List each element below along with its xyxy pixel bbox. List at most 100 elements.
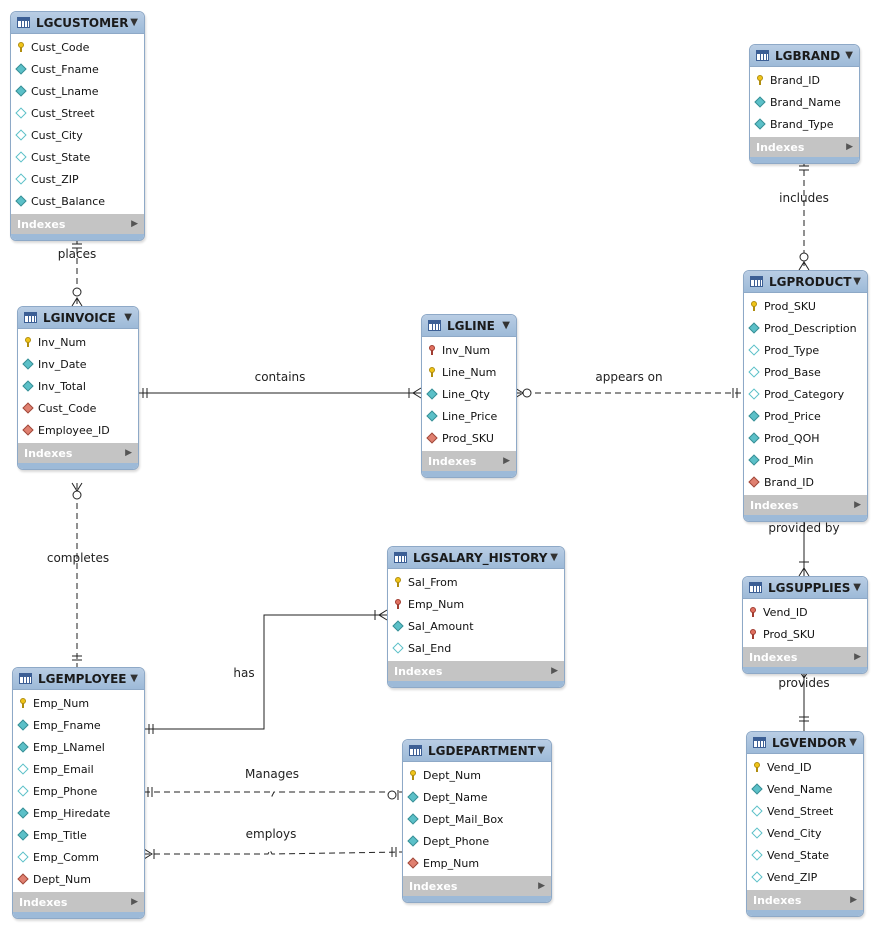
collapse-arrow-icon[interactable]: ▼ xyxy=(853,582,861,593)
column-row[interactable]: Vend_State xyxy=(747,844,863,866)
table-header[interactable]: LGSALARY_HISTORY▼ xyxy=(388,547,564,569)
column-row[interactable]: Prod_SKU xyxy=(744,295,867,317)
column-row[interactable]: Cust_Street xyxy=(11,102,144,124)
column-row[interactable]: Cust_Fname xyxy=(11,58,144,80)
column-row[interactable]: Dept_Mail_Box xyxy=(403,808,551,830)
collapse-arrow-icon[interactable]: ▼ xyxy=(124,312,132,323)
column-row[interactable]: Emp_Phone xyxy=(13,780,144,802)
indexes-section[interactable]: Indexes▶ xyxy=(744,495,867,515)
column-row[interactable]: Employee_ID xyxy=(18,419,138,441)
column-row[interactable]: Prod_Category xyxy=(744,383,867,405)
table-header[interactable]: LGBRAND▼ xyxy=(750,45,859,67)
column-row[interactable]: Emp_Comm xyxy=(13,846,144,868)
table-header[interactable]: LGDEPARTMENT▼ xyxy=(403,740,551,762)
column-row[interactable]: Vend_City xyxy=(747,822,863,844)
column-row[interactable]: Emp_Hiredate xyxy=(13,802,144,824)
column-row[interactable]: Inv_Num xyxy=(18,331,138,353)
column-row[interactable]: Sal_From xyxy=(388,571,564,593)
collapse-arrow-icon[interactable]: ▼ xyxy=(537,745,545,756)
table-header[interactable]: LGVENDOR▼ xyxy=(747,732,863,754)
column-row[interactable]: Brand_ID xyxy=(750,69,859,91)
collapse-arrow-icon[interactable]: ▼ xyxy=(130,673,138,684)
column-row[interactable]: Cust_City xyxy=(11,124,144,146)
column-row[interactable]: Inv_Total xyxy=(18,375,138,397)
column-row[interactable]: Cust_Balance xyxy=(11,190,144,212)
column-row[interactable]: Dept_Num xyxy=(403,764,551,786)
column-row[interactable]: Emp_Fname xyxy=(13,714,144,736)
expand-arrow-icon[interactable]: ▶ xyxy=(131,897,138,907)
indexes-section[interactable]: Indexes▶ xyxy=(388,661,564,681)
table-header[interactable]: LGPRODUCT▼ xyxy=(744,271,867,293)
column-row[interactable]: Vend_ZIP xyxy=(747,866,863,888)
column-row[interactable]: Prod_Price xyxy=(744,405,867,427)
expand-arrow-icon[interactable]: ▶ xyxy=(125,448,132,458)
column-row[interactable]: Emp_Num xyxy=(388,593,564,615)
collapse-arrow-icon[interactable]: ▼ xyxy=(845,50,853,61)
column-row[interactable]: Cust_Lname xyxy=(11,80,144,102)
collapse-arrow-icon[interactable]: ▼ xyxy=(130,17,138,28)
expand-arrow-icon[interactable]: ▶ xyxy=(846,142,853,152)
column-row[interactable]: Prod_Description xyxy=(744,317,867,339)
indexes-section[interactable]: Indexes▶ xyxy=(13,892,144,912)
table-header[interactable]: LGCUSTOMER▼ xyxy=(11,12,144,34)
column-row[interactable]: Prod_Base xyxy=(744,361,867,383)
expand-arrow-icon[interactable]: ▶ xyxy=(850,895,857,905)
column-row[interactable]: Prod_SKU xyxy=(422,427,516,449)
expand-arrow-icon[interactable]: ▶ xyxy=(503,456,510,466)
table-header[interactable]: LGSUPPLIES▼ xyxy=(743,577,867,599)
column-row[interactable]: Vend_ID xyxy=(747,756,863,778)
column-row[interactable]: Cust_Code xyxy=(11,36,144,58)
column-row[interactable]: Inv_Num xyxy=(422,339,516,361)
indexes-section[interactable]: Indexes▶ xyxy=(11,214,144,234)
collapse-arrow-icon[interactable]: ▼ xyxy=(849,737,857,748)
expand-arrow-icon[interactable]: ▶ xyxy=(854,500,861,510)
expand-arrow-icon[interactable]: ▶ xyxy=(854,652,861,662)
column-row[interactable]: Line_Qty xyxy=(422,383,516,405)
column-row[interactable]: Dept_Phone xyxy=(403,830,551,852)
indexes-section[interactable]: Indexes▶ xyxy=(18,443,138,463)
expand-arrow-icon[interactable]: ▶ xyxy=(131,219,138,229)
column-row[interactable]: Emp_Num xyxy=(403,852,551,874)
column-row[interactable]: Cust_State xyxy=(11,146,144,168)
column-row[interactable]: Inv_Date xyxy=(18,353,138,375)
column-row[interactable]: Prod_SKU xyxy=(743,623,867,645)
column-row[interactable]: Vend_Street xyxy=(747,800,863,822)
indexes-section[interactable]: Indexes▶ xyxy=(743,647,867,667)
column-row[interactable]: Emp_LNamel xyxy=(13,736,144,758)
indexes-section[interactable]: Indexes▶ xyxy=(747,890,863,910)
column-row[interactable]: Prod_QOH xyxy=(744,427,867,449)
expand-arrow-icon[interactable]: ▶ xyxy=(551,666,558,676)
collapse-arrow-icon[interactable]: ▼ xyxy=(853,276,861,287)
expand-arrow-icon[interactable]: ▶ xyxy=(538,881,545,891)
table-header[interactable]: LGLINE▼ xyxy=(422,315,516,337)
column-row[interactable]: Dept_Name xyxy=(403,786,551,808)
column-row[interactable]: Vend_Name xyxy=(747,778,863,800)
column-row[interactable]: Vend_ID xyxy=(743,601,867,623)
column-row[interactable]: Line_Num xyxy=(422,361,516,383)
column-row[interactable]: Prod_Type xyxy=(744,339,867,361)
indexes-section[interactable]: Indexes▶ xyxy=(403,876,551,896)
column-row[interactable]: Line_Price xyxy=(422,405,516,427)
column-row[interactable]: Cust_Code xyxy=(18,397,138,419)
collapse-arrow-icon[interactable]: ▼ xyxy=(550,552,558,563)
column-row[interactable]: Emp_Title xyxy=(13,824,144,846)
column-row[interactable]: Brand_ID xyxy=(744,471,867,493)
collapse-arrow-icon[interactable]: ▼ xyxy=(502,320,510,331)
column-row[interactable]: Brand_Name xyxy=(750,91,859,113)
column-row[interactable]: Sal_End xyxy=(388,637,564,659)
indexes-section[interactable]: Indexes▶ xyxy=(422,451,516,471)
column-row[interactable]: Brand_Type xyxy=(750,113,859,135)
column-row[interactable]: Dept_Num xyxy=(13,868,144,890)
column-row[interactable]: Emp_Email xyxy=(13,758,144,780)
table-header[interactable]: LGINVOICE▼ xyxy=(18,307,138,329)
indexes-section[interactable]: Indexes▶ xyxy=(750,137,859,157)
